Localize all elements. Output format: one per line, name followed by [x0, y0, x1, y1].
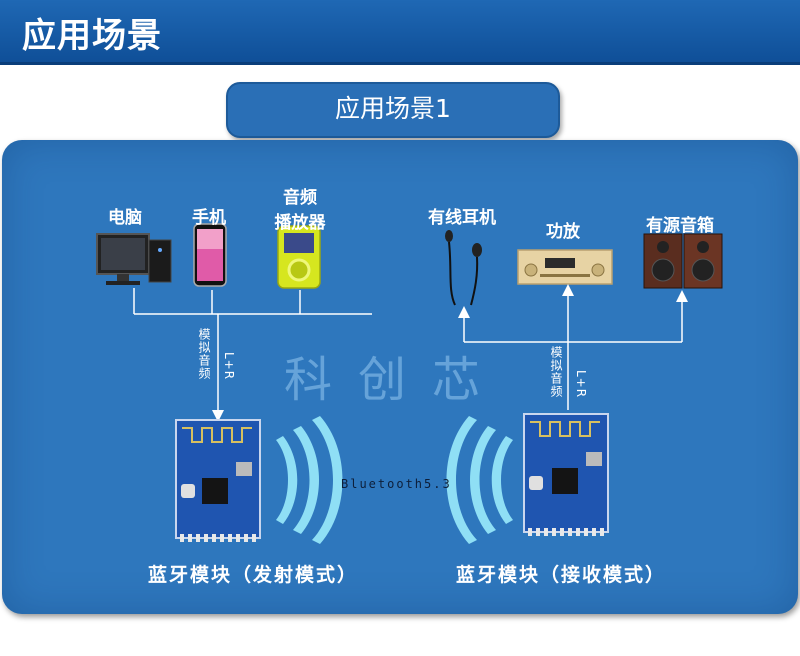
- analog-audio-label-left: 模拟音频: [197, 328, 211, 380]
- label-earphone: 有线耳机: [428, 208, 496, 228]
- tx-module-caption: 蓝牙模块（发射模式）: [148, 564, 359, 586]
- label-audio-player-line1: 音频: [283, 188, 317, 208]
- wireless-signal-rx-icon: [446, 416, 513, 544]
- label-computer: 电脑: [108, 208, 142, 228]
- input-connector-lines: [133, 288, 372, 422]
- lr-label-left: L+R: [222, 352, 236, 381]
- label-amplifier: 功放: [546, 222, 580, 242]
- page-title: 应用场景: [22, 16, 162, 56]
- earphone-icon: [445, 230, 482, 306]
- amplifier-icon: [517, 249, 613, 285]
- label-speaker: 有源音箱: [646, 216, 714, 236]
- bluetooth-link-label: Bluetooth5.3: [341, 477, 452, 491]
- label-audio-player: 音频 播放器: [272, 183, 328, 233]
- diagram-panel: [2, 140, 798, 614]
- audio-player-icon: [277, 225, 321, 289]
- bluetooth-module-tx: [175, 419, 261, 542]
- wireless-signal-tx-icon: [276, 416, 343, 544]
- label-audio-player-line2: 播放器: [274, 213, 326, 233]
- lr-label-right: L+R: [574, 370, 588, 399]
- watermark: 科创芯: [284, 352, 507, 408]
- analog-audio-label-right: 模拟音频: [549, 346, 563, 398]
- scene-title-pill: 应用场景1: [226, 82, 560, 138]
- scene-title: 应用场景1: [335, 94, 451, 123]
- computer-icon: [96, 233, 172, 285]
- speaker-icon: [643, 233, 723, 289]
- phone-icon: [193, 223, 227, 287]
- rx-module-caption: 蓝牙模块（接收模式）: [456, 564, 667, 586]
- bluetooth-module-rx: [523, 413, 609, 536]
- output-connector-lines: [458, 284, 688, 410]
- label-phone: 手机: [192, 208, 226, 228]
- page-header: 应用场景: [0, 0, 800, 65]
